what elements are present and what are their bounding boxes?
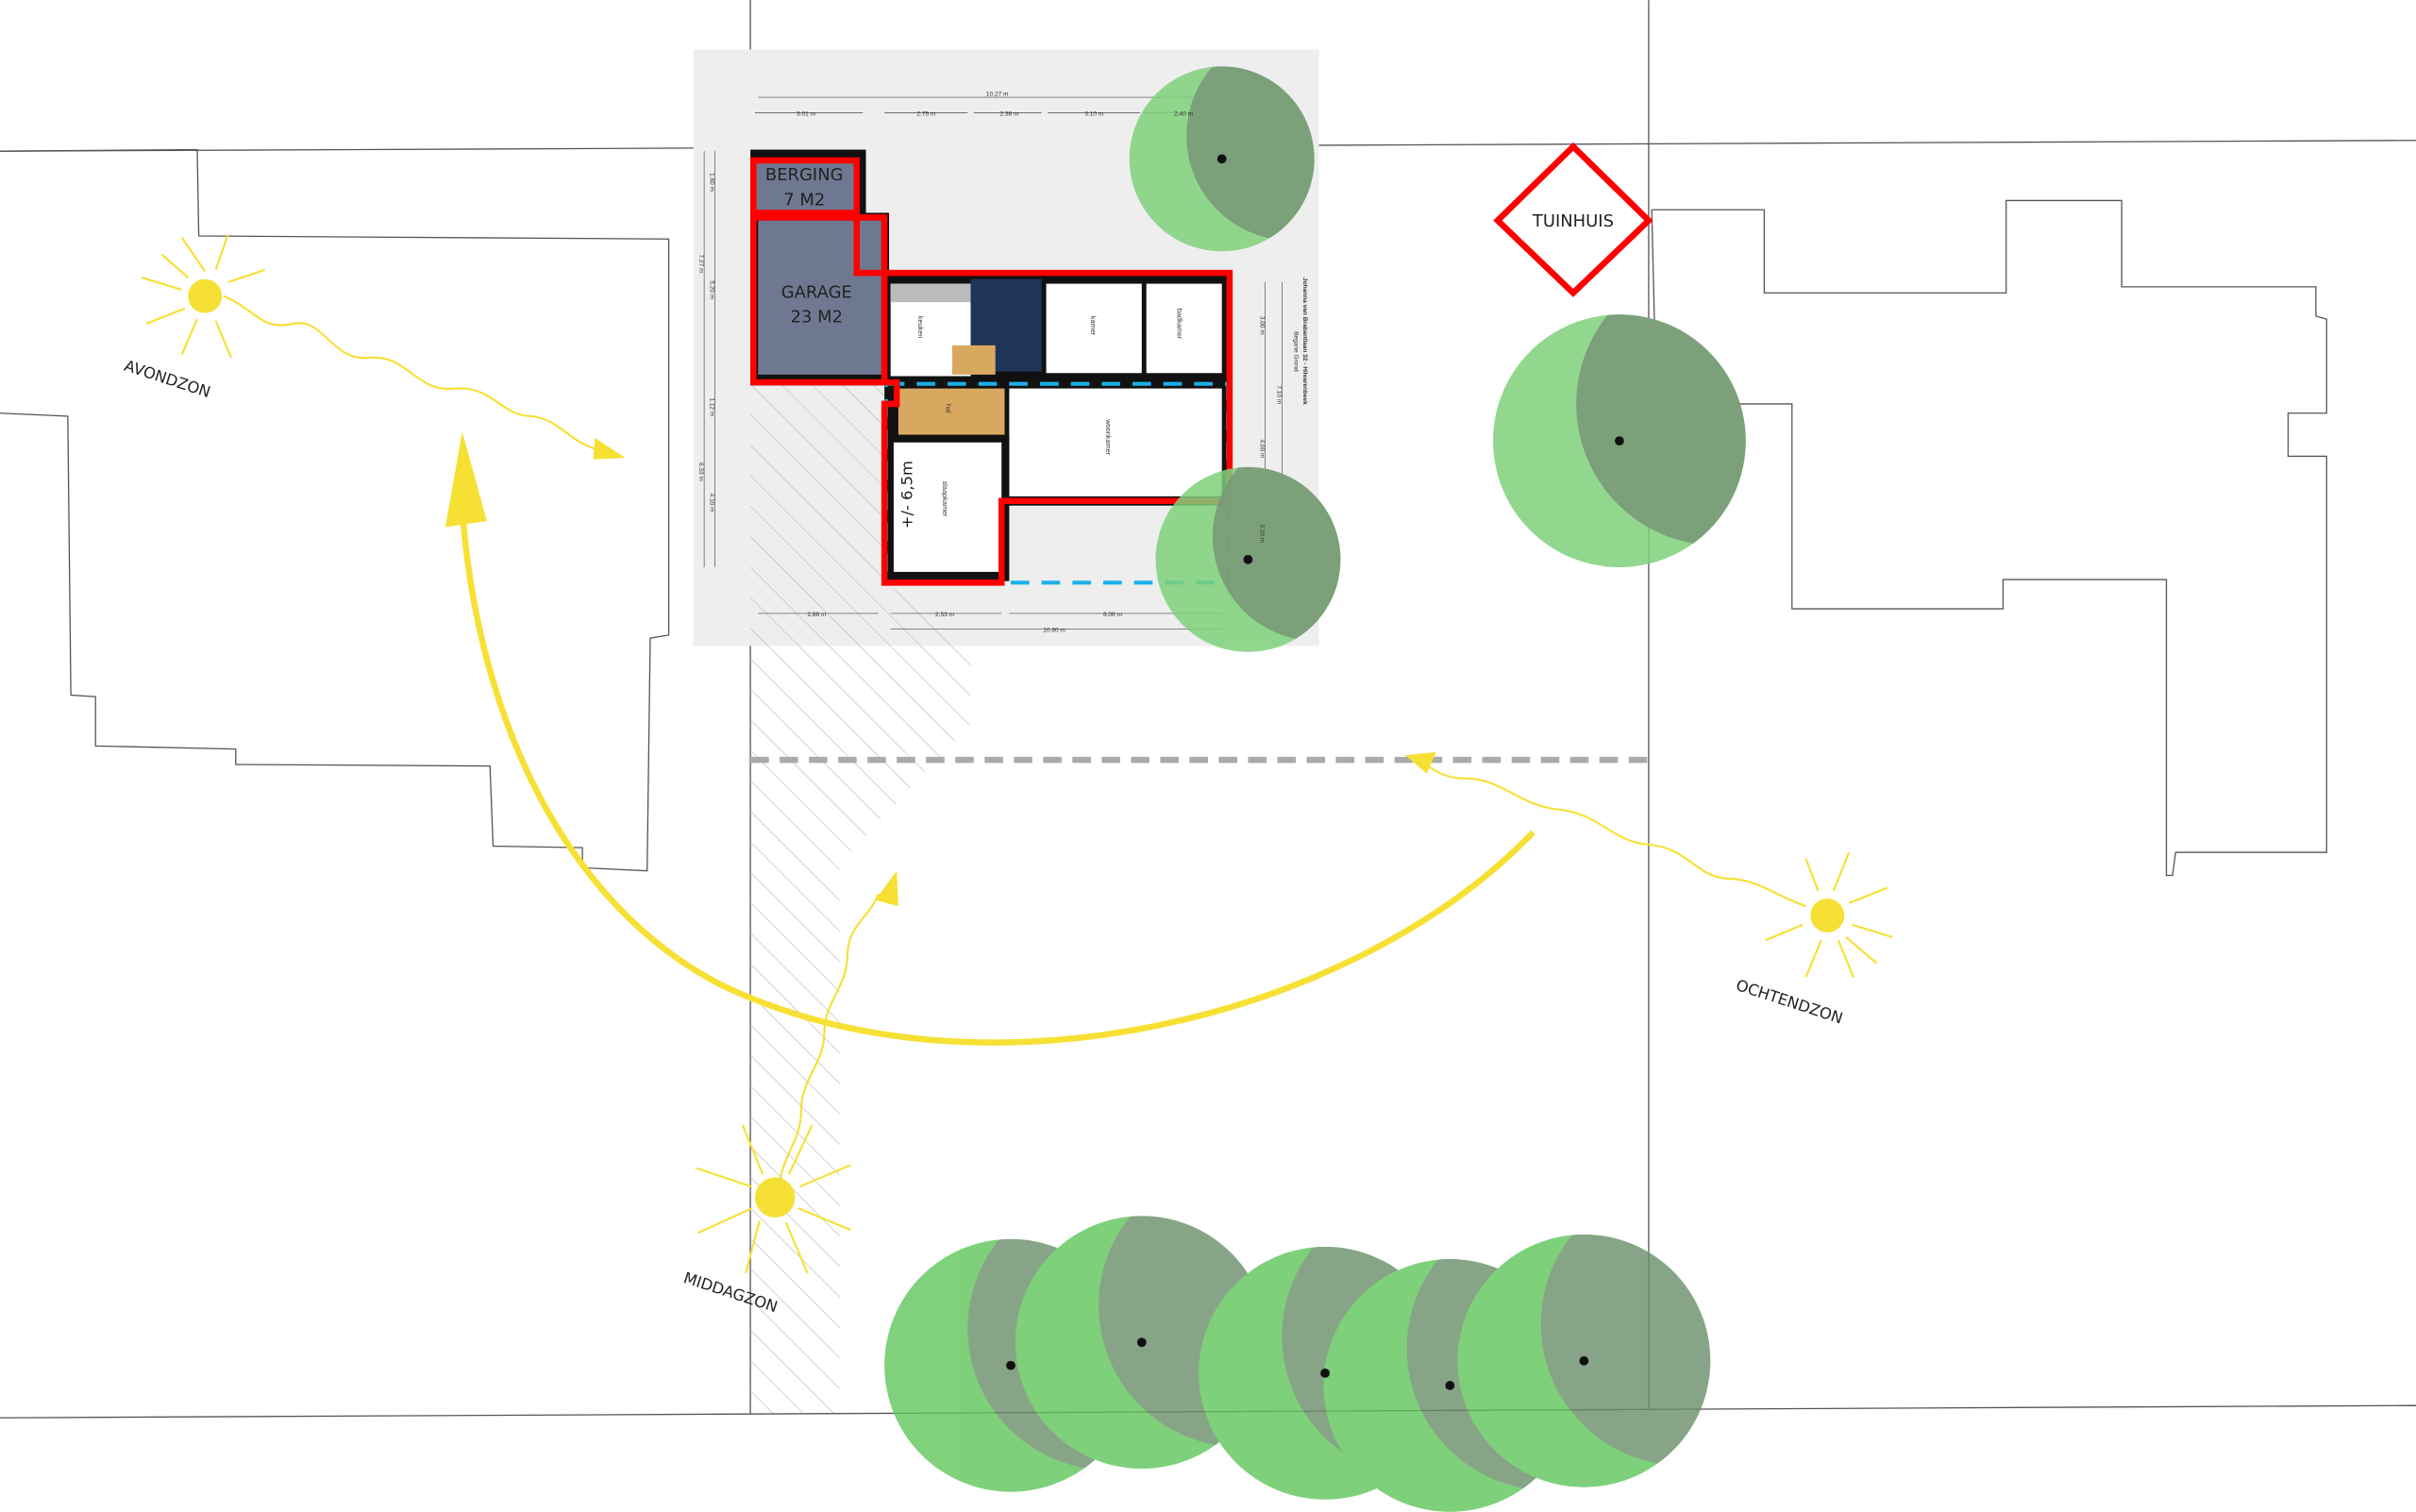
avondzon-label: AVONDZON (122, 357, 212, 401)
arrow-head-icon (593, 437, 626, 460)
dim-label: 6.33 m (697, 462, 704, 481)
dim-label: 7.27 m (697, 255, 704, 274)
dimension-labels: 10.27 m 3.01 m 2.75 m 2.38 m 3.10 m 2.40… (697, 91, 1308, 633)
address-label: Johanna van Brabantlaan 32 - Hilvarenbee… (1301, 277, 1308, 405)
evening-ray (223, 294, 610, 453)
neighbour-house-right (1651, 199, 2327, 877)
kamer-room (1046, 283, 1142, 374)
dim-label: 2.40 m (1174, 111, 1193, 118)
tree-icon (1457, 1234, 1711, 1487)
dim-label: 2.88 m (808, 612, 827, 618)
dim-label: 3.20 m (1259, 524, 1266, 543)
trees (884, 66, 1746, 1512)
berging-area: 7 M2 (783, 190, 825, 210)
ochtendzon-label: OCHTENDZON (1734, 976, 1845, 1027)
room-label: kamer (1089, 316, 1098, 336)
room-label: badkamer (1175, 309, 1183, 340)
garage-room (758, 220, 881, 375)
kamer-room-2 (1146, 283, 1222, 374)
room-label: keuken (916, 316, 925, 339)
sun-icon-evening (141, 233, 266, 359)
morning-ray (1417, 759, 1806, 908)
sun-icon-midday (696, 1124, 851, 1274)
floor-label: Begane Grond (1292, 331, 1299, 372)
berging-label: BERGING (765, 165, 844, 185)
slaapkamer-room (893, 442, 1002, 572)
tree-icon (1155, 466, 1341, 652)
tuinhuis-label: TUINHUIS (1532, 211, 1614, 231)
red-outlines (750, 157, 1233, 586)
tuinhuis: TUINHUIS (1493, 142, 1653, 297)
dim-label: 7.10 m (1275, 385, 1282, 404)
dim-label: 10.80 m (1043, 628, 1065, 634)
dim-label: 3.00 m (1259, 316, 1266, 335)
dim-label: 1.60 m (709, 173, 715, 192)
dim-label: 1.12 m (709, 397, 715, 416)
hal-room (898, 388, 1005, 438)
dim-label: 5.20 m (709, 280, 715, 299)
arrow-head-icon (1404, 751, 1436, 774)
berging-room (753, 160, 857, 213)
sun-icon-morning (1765, 851, 1893, 978)
room-label: woonkamer (1104, 418, 1113, 455)
dim-label: 2.75 m (916, 111, 935, 118)
tree-icon (1129, 66, 1315, 252)
dim-label: 4.10 m (709, 494, 715, 512)
floorplan: keuken kamer badkamer hal woonkamer slaa… (750, 149, 1230, 581)
tree-icon (1493, 314, 1746, 567)
arrow-head-icon (875, 870, 898, 907)
neighbour-house-left (0, 148, 670, 872)
woonkamer-room (1009, 388, 1222, 496)
extension-depth-label: +/- 6,5m (898, 461, 916, 529)
dim-label: 3.01 m (797, 111, 815, 118)
dim-label: 6.06 m (1103, 612, 1122, 618)
garage-area: 23 M2 (791, 307, 843, 327)
dim-top-total: 10.27 m (986, 91, 1009, 97)
garage-label: GARAGE (781, 282, 852, 302)
room-label: hal (944, 404, 952, 413)
dim-label: 3.10 m (1084, 111, 1103, 118)
dim-label: 2.53 m (935, 612, 954, 618)
midday-ray (777, 893, 880, 1187)
dim-label: 4.00 m (1259, 439, 1266, 458)
dimension-lines (703, 96, 1283, 630)
dim-label: 2.38 m (1000, 111, 1019, 118)
room-label: slaapkamer (941, 481, 949, 517)
sun-path-arrow (445, 431, 1535, 1046)
